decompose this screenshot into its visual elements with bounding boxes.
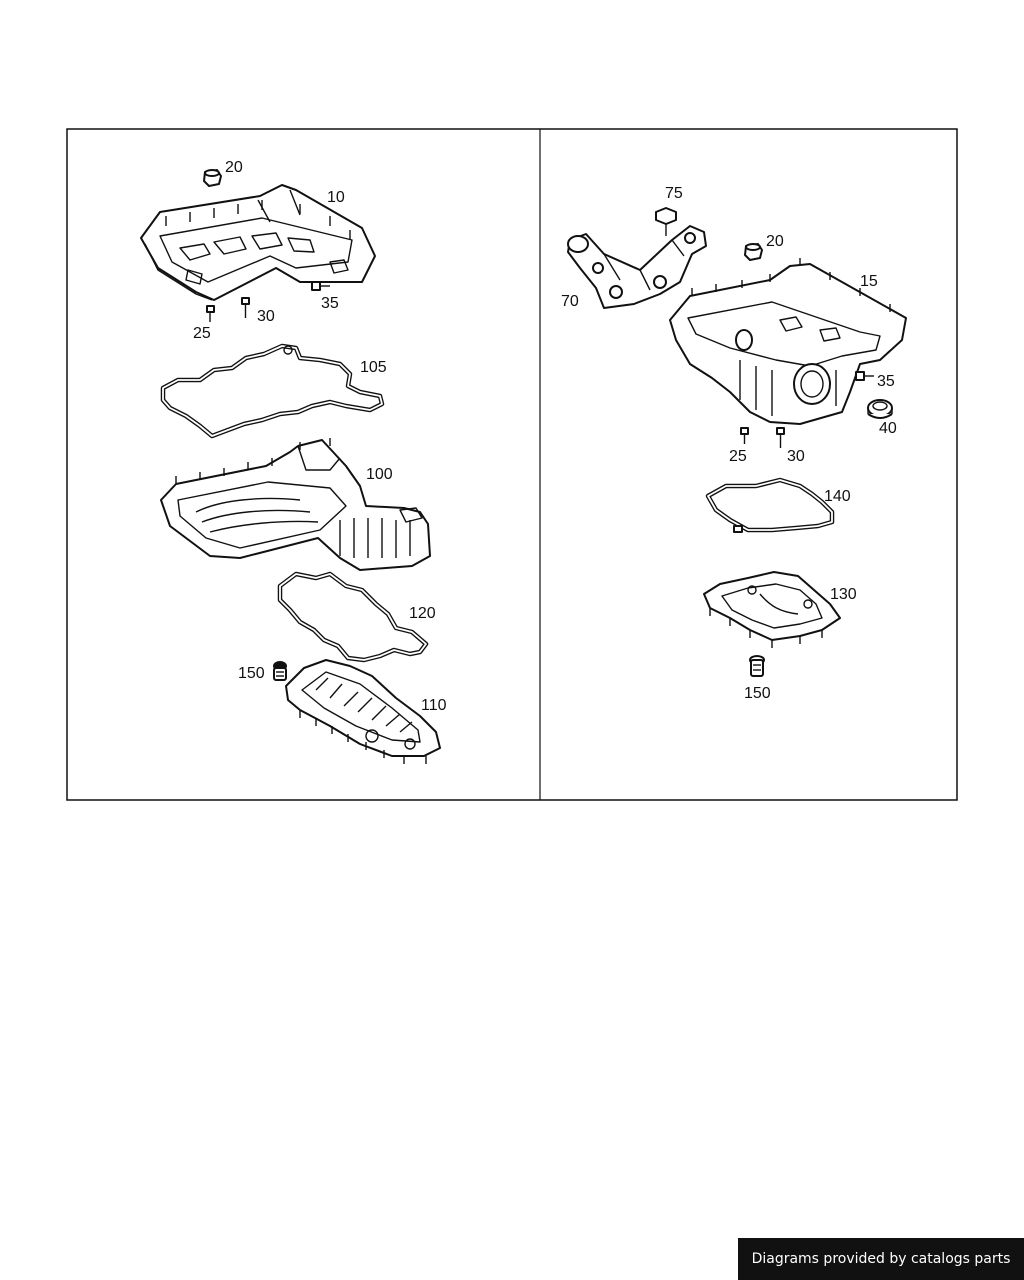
callout-35-right: 35 (877, 373, 895, 390)
gasket-part-120 (277, 571, 429, 663)
callout-20-right: 20 (766, 233, 784, 250)
callout-40: 40 (879, 420, 897, 437)
callout-70: 70 (561, 293, 579, 310)
callout-150-right: 150 (744, 685, 771, 702)
callout-25: 25 (193, 325, 211, 342)
seal-ring-part-40 (867, 399, 893, 419)
right-callout-labels: 75 20 15 70 35 40 25 30 140 130 150 (561, 185, 897, 702)
callout-25-right: 25 (729, 448, 747, 465)
drain-plug-part-150 (273, 661, 287, 681)
left-panel: 20 10 35 30 25 105 100 120 150 110 (140, 159, 447, 764)
drain-plug-part-150-right (749, 655, 765, 677)
upper-oil-pan-part-10 (140, 184, 376, 301)
callout-120: 120 (409, 605, 436, 622)
plug-part-20 (203, 169, 222, 187)
bolt-part-25 (206, 305, 215, 322)
left-callout-labels: 20 10 35 30 25 105 100 120 150 110 (193, 159, 447, 714)
lower-pan-part-130 (703, 571, 841, 648)
oil-pan-part-100 (160, 438, 431, 571)
bolt-part-30 (241, 297, 250, 318)
callout-75: 75 (665, 185, 683, 202)
bolt-part-35-right (855, 371, 874, 381)
callout-130: 130 (830, 586, 857, 603)
callout-30-right: 30 (787, 448, 805, 465)
callout-150-left: 150 (238, 665, 265, 682)
callout-110: 110 (421, 697, 447, 714)
callout-15: 15 (860, 273, 878, 290)
diagram-frame (66, 128, 958, 801)
gasket-part-105 (160, 343, 385, 439)
attribution-banner: Diagrams provided by catalogs parts (738, 1238, 1024, 1280)
callout-30: 30 (257, 308, 275, 325)
bolt-part-30-right (776, 427, 785, 448)
bolt-part-35 (311, 281, 330, 291)
bolt-part-75 (655, 207, 677, 236)
gasket-part-140 (705, 477, 835, 533)
callout-10: 10 (327, 189, 345, 206)
callout-35: 35 (321, 295, 339, 312)
bracket-part-70 (567, 225, 707, 309)
plug-part-20-right (744, 243, 763, 261)
right-panel: 75 20 15 70 35 40 25 30 140 130 150 (561, 185, 907, 702)
callout-105: 105 (360, 359, 387, 376)
callout-140: 140 (824, 488, 851, 505)
attribution-text: Diagrams provided by catalogs parts (751, 1251, 1011, 1267)
oil-pan-part-15 (669, 258, 907, 425)
callout-100: 100 (366, 466, 393, 483)
callout-20: 20 (225, 159, 243, 176)
lower-oil-pan-part-110 (285, 659, 441, 764)
bolt-part-25-right (740, 427, 749, 444)
